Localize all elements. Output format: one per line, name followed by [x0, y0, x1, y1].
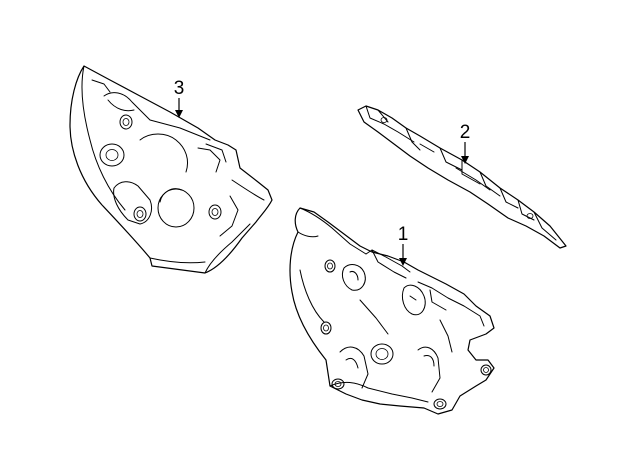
callout-2-label: 2	[460, 122, 471, 143]
callout-3-label: 3	[174, 78, 185, 99]
gasket-part[interactable]	[357, 105, 567, 249]
callout-1-label: 1	[398, 224, 409, 245]
callout-3-arrowhead	[175, 110, 183, 118]
callout-3: 3	[174, 78, 185, 118]
callout-1-arrowhead	[399, 258, 407, 266]
callout-1: 1	[398, 224, 409, 266]
callout-2: 2	[460, 122, 471, 164]
callout-2-arrowhead	[461, 156, 469, 164]
exhaust-manifold-part[interactable]	[289, 207, 495, 415]
heat-shield-part[interactable]	[69, 65, 273, 274]
